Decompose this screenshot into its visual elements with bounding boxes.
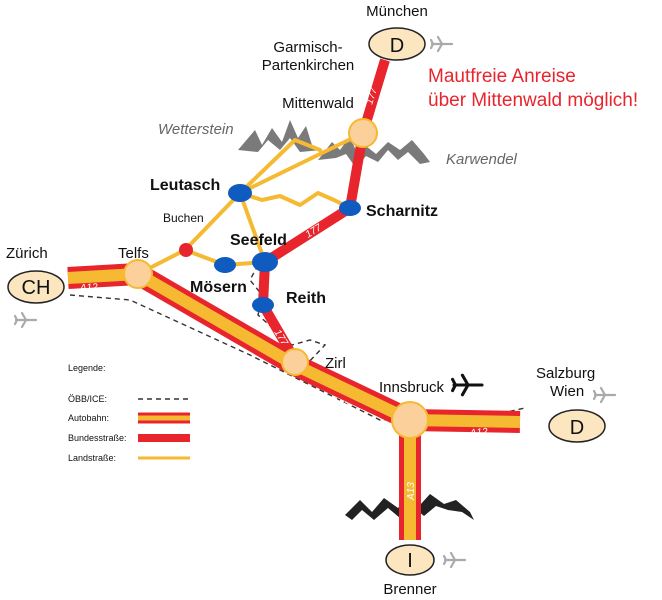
airplane-icon (451, 373, 484, 397)
village-nodes (214, 184, 361, 313)
label-zirl: Zirl (325, 355, 346, 372)
label-brenner: Brenner (383, 581, 436, 598)
node-telfs (123, 259, 153, 289)
node-mittenwald (348, 118, 378, 148)
road-label-177-north: 177 (364, 86, 380, 106)
road-label-a12-east: A12 (468, 427, 488, 439)
badge-label-germany-east: D (570, 417, 584, 439)
label-muenchen: München (366, 3, 428, 20)
notice-line-1: Mautfreie Anreise (428, 66, 576, 87)
node-scharnitz (339, 200, 361, 216)
label-reith: Reith (286, 290, 326, 307)
label-garmisch-1: Garmisch- (273, 39, 342, 56)
town-nodes (123, 118, 429, 439)
autobahn-a12-a13 (67, 263, 521, 540)
badge-label-switzerland: CH (22, 277, 51, 299)
road-label-a13: A13 (406, 482, 417, 501)
label-buchen: Buchen (163, 211, 204, 225)
label-zuerich: Zürich (6, 245, 48, 262)
label-wetterstein: Wetterstein (158, 121, 234, 138)
road-label-a12-west: A12 (79, 282, 99, 294)
airplane-icon (429, 35, 454, 53)
legend-label-autobahn: Autobahn: (68, 413, 109, 423)
legend-title: Legende: (68, 363, 106, 373)
country-badge-switzerland: CH (7, 270, 65, 304)
legend-label-landstrasse: Landstraße: (68, 453, 116, 463)
legend: Legende: ÖBB/ICE: Autobahn: Bundesstraße… (68, 363, 190, 463)
notice-line-2: über Mittenwald möglich! (428, 90, 638, 111)
legend-label-rail: ÖBB/ICE: (68, 394, 107, 404)
country-badge-germany-east: D (548, 409, 606, 443)
label-telfs: Telfs (118, 245, 149, 262)
label-karwendel: Karwendel (446, 151, 518, 168)
airplane-icon (13, 311, 38, 329)
badge-label-germany-north: D (390, 35, 404, 57)
label-salzburg: Salzburg (536, 365, 595, 382)
label-seefeld: Seefeld (230, 232, 287, 249)
karwendel-mountains (318, 136, 430, 168)
badge-label-italy: I (407, 550, 413, 572)
node-innsbruck (391, 401, 429, 439)
node-seefeld (252, 252, 278, 272)
country-badge-germany-north: D (368, 27, 426, 61)
label-scharnitz: Scharnitz (366, 203, 438, 220)
node-zirl (281, 348, 309, 376)
label-innsbruck: Innsbruck (379, 379, 445, 396)
airplane-icon (592, 386, 617, 404)
label-moesern: Mösern (190, 279, 247, 296)
node-moesern (214, 257, 236, 273)
label-garmisch-2: Partenkirchen (262, 57, 355, 74)
label-mittenwald: Mittenwald (282, 95, 354, 112)
legend-label-bundesstrasse: Bundesstraße: (68, 433, 127, 443)
label-wien: Wien (550, 383, 584, 400)
airplane-icon (442, 551, 467, 569)
label-leutasch: Leutasch (150, 177, 220, 194)
landstrassen (136, 131, 365, 276)
country-badge-italy: I (385, 544, 435, 576)
node-buchen (179, 243, 193, 257)
node-leutasch (228, 184, 252, 202)
node-reith (252, 297, 274, 313)
